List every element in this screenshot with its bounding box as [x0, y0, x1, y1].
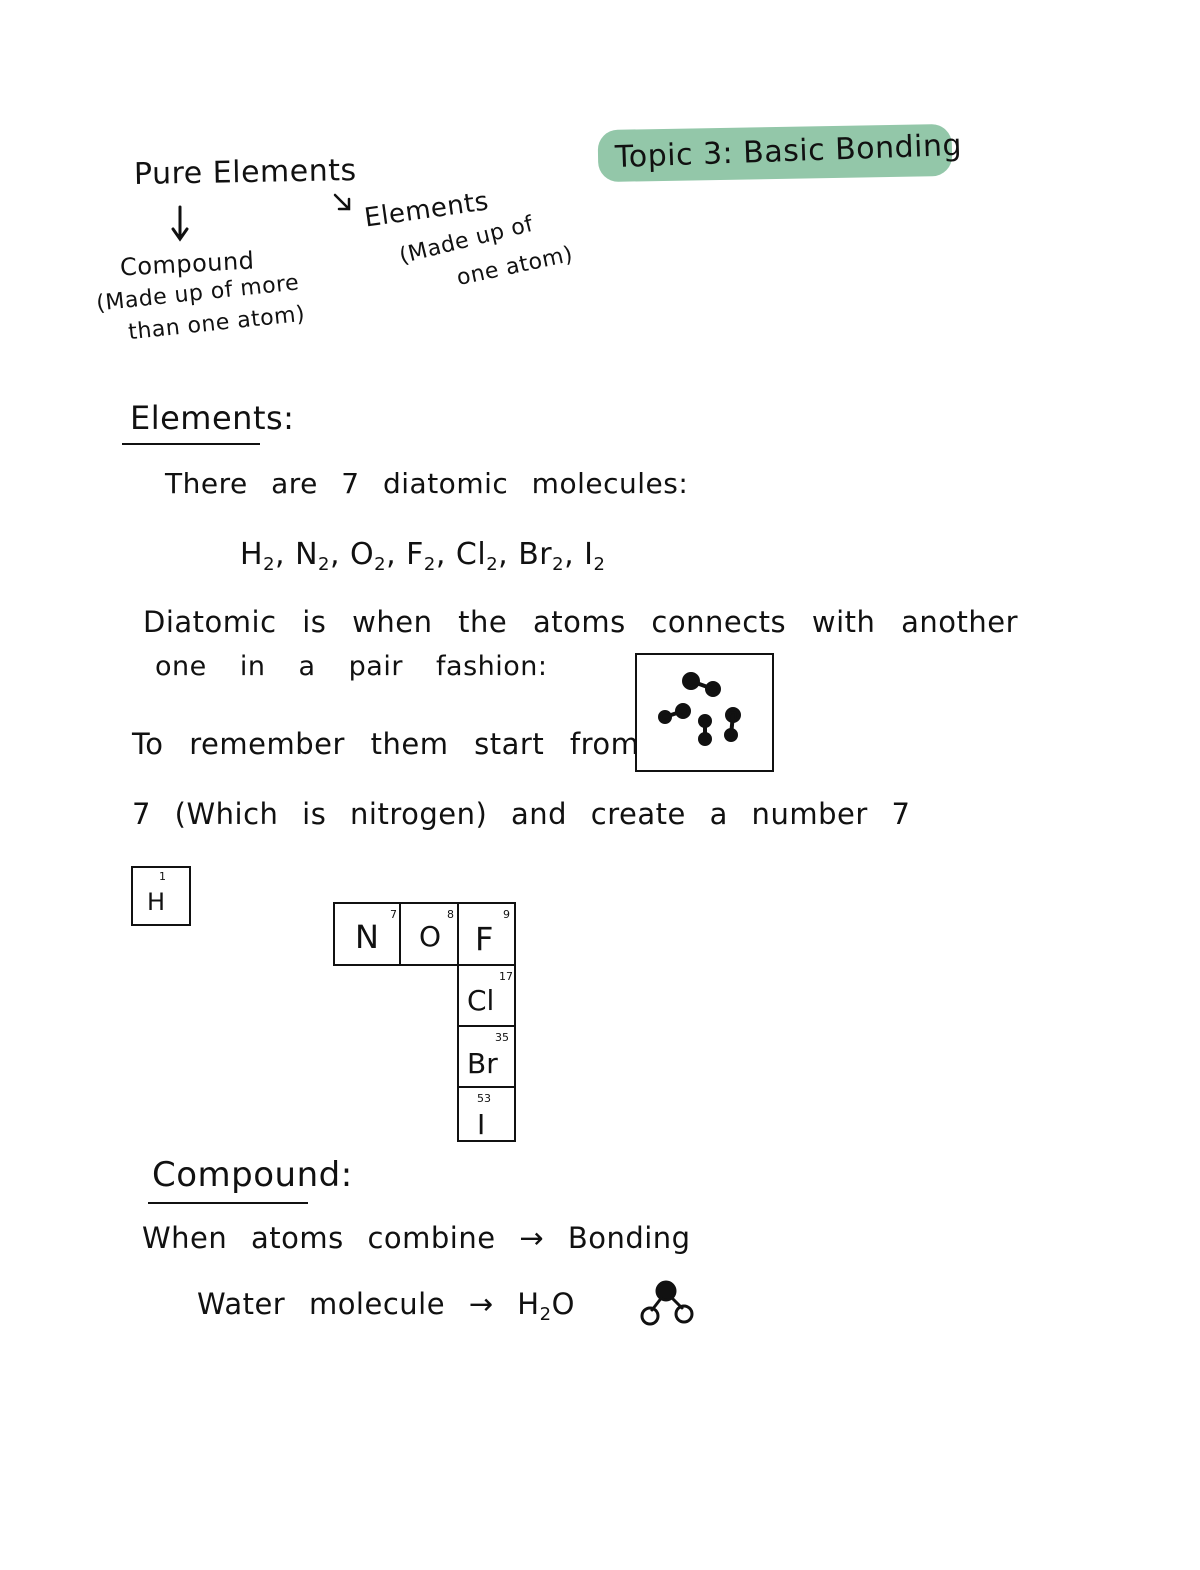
- formula-symbol: Br: [518, 537, 553, 572]
- element-cell-br: Br 35: [457, 1025, 516, 1088]
- water-molecule-sketch: [640, 1280, 694, 1326]
- diatomic-molecules-sketch: [658, 672, 741, 746]
- element-cell-i: 53 I: [457, 1086, 516, 1142]
- element-cell-cl: Cl 17: [457, 964, 516, 1027]
- elements-heading-underline: [122, 443, 260, 445]
- formula-separator: ,: [386, 537, 397, 572]
- diatomic-intro: There are 7 diatomic molecules:: [165, 467, 689, 500]
- formula-symbol: Cl: [455, 537, 487, 572]
- formula-symbol: N: [295, 537, 319, 572]
- diatomic-formula: N2,: [295, 537, 350, 575]
- water-line-text: Water molecule → H: [197, 1287, 540, 1321]
- diatomic-formula: H2,: [240, 537, 295, 575]
- diatomic-formula-list: H2,N2,O2,F2,Cl2,Br2,I2: [240, 540, 615, 574]
- water-subscript: 2: [539, 1304, 552, 1325]
- diatomic-definition-line1: Diatomic is when the atoms connects with…: [143, 605, 1019, 639]
- atomic-number: 9: [503, 908, 510, 921]
- formula-subscript: 2: [486, 554, 499, 575]
- formula-symbol: O: [350, 537, 375, 572]
- formula-separator: ,: [275, 537, 286, 572]
- diatomic-formula: F2,: [406, 537, 456, 575]
- atomic-number: 7: [390, 908, 397, 921]
- formula-subscript: 2: [374, 554, 387, 575]
- formula-separator: ,: [498, 537, 509, 572]
- formula-subscript: 2: [318, 554, 330, 575]
- formula-separator: ,: [435, 537, 446, 572]
- diatomic-formula: I2: [584, 537, 615, 575]
- water-molecule-line: Water molecule → H2O: [197, 1290, 575, 1324]
- diatomic-definition-line2: one in a pair fashion:: [155, 651, 548, 682]
- diatomic-sketch-box: [635, 653, 774, 772]
- atomic-number: 8: [447, 908, 454, 921]
- formula-symbol: H: [240, 537, 264, 572]
- formula-subscript: 2: [552, 554, 565, 575]
- diagram-right-branch: Elements: [362, 186, 491, 234]
- element-cell-h: 1 H: [131, 866, 191, 926]
- element-symbol: Br: [467, 1047, 498, 1080]
- bonding-line: When atoms combine → Bonding: [142, 1221, 691, 1255]
- formula-subscript: 2: [593, 554, 606, 575]
- element-symbol: N: [355, 918, 379, 956]
- elements-heading: Elements:: [130, 399, 295, 437]
- compound-heading-underline: [148, 1202, 308, 1204]
- atomic-number: 1: [159, 870, 166, 883]
- mnemonic-line1: To remember them start from: [132, 727, 640, 761]
- element-symbol: I: [477, 1108, 486, 1141]
- mnemonic-line2: 7 (Which is nitrogen) and create a numbe…: [132, 797, 911, 831]
- element-symbol: O: [419, 920, 442, 953]
- element-symbol: F: [475, 920, 494, 958]
- formula-separator: ,: [329, 537, 341, 572]
- compound-heading: Compound:: [152, 1155, 353, 1195]
- arrow-down-icon: [171, 205, 189, 242]
- diatomic-formula: O2,: [350, 537, 406, 575]
- diatomic-formula: Cl2,: [455, 537, 518, 575]
- diatomic-formula: Br2,: [518, 537, 584, 575]
- element-symbol: Cl: [467, 984, 495, 1017]
- element-cell-n: N 7: [333, 902, 401, 966]
- diagram-root: Pure Elements: [133, 153, 357, 192]
- water-oxygen: O: [551, 1287, 575, 1321]
- formula-subscript: 2: [263, 554, 276, 575]
- atomic-number: 35: [495, 1031, 509, 1044]
- atomic-number: 53: [477, 1092, 491, 1105]
- element-symbol: H: [147, 888, 166, 916]
- arrow-diagonal-icon: [333, 193, 351, 211]
- atomic-number: 17: [499, 970, 513, 983]
- formula-symbol: F: [406, 537, 424, 572]
- formula-subscript: 2: [423, 554, 436, 575]
- formula-separator: ,: [564, 537, 575, 572]
- diagram-left-branch: Compound: [119, 246, 256, 282]
- element-cell-f: F 9: [457, 902, 516, 966]
- element-cell-o: O 8: [399, 902, 459, 966]
- formula-symbol: I: [584, 537, 594, 572]
